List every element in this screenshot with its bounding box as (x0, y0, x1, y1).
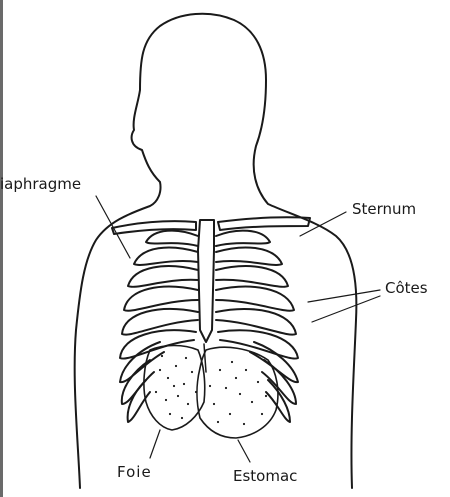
sternum-bone (198, 220, 214, 342)
stomach-texture (209, 361, 267, 425)
right-clavicle (218, 217, 310, 230)
label-sternum: Sternum (352, 202, 416, 217)
leader-estomac (238, 440, 250, 462)
liver-texture (155, 355, 197, 419)
right-ribs (216, 231, 298, 422)
spine (204, 344, 206, 372)
leader-sternum (300, 212, 346, 236)
leader-lines (96, 196, 380, 462)
label-cotes: Côtes (385, 281, 428, 296)
left-ribs (120, 231, 198, 422)
leader-foie (150, 430, 160, 458)
label-diaphragme: iaphragme (0, 177, 81, 192)
leader-diaphragme (96, 196, 130, 258)
label-estomac: Estomac (233, 469, 297, 484)
label-foie: Foie (117, 465, 152, 480)
body-outline (75, 14, 357, 488)
